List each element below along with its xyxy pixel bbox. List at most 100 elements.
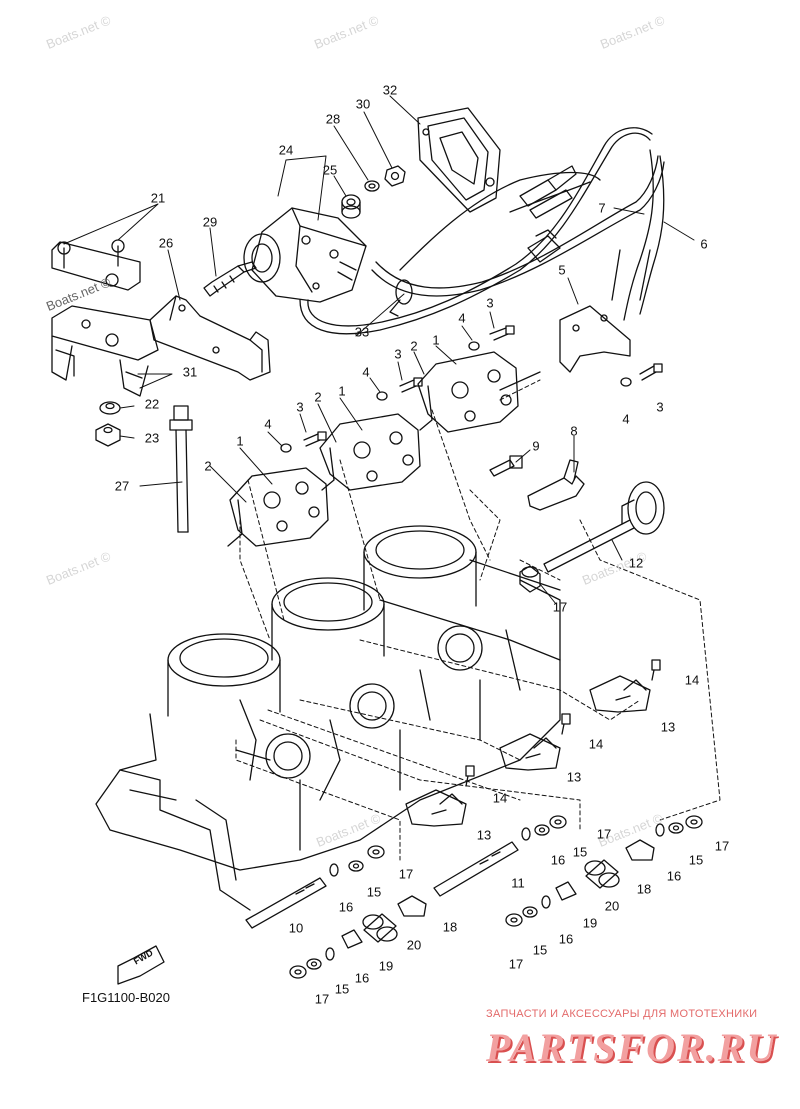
ignition-coil-part-24 (243, 207, 367, 303)
callout-1-c: 1 (236, 433, 244, 449)
callout-2-c: 2 (204, 458, 212, 474)
connector-part-7 (519, 165, 577, 219)
callout-15-c: 15 (366, 884, 382, 900)
mount-bracket (51, 305, 159, 397)
callout-17-b: 17 (596, 826, 612, 842)
clip-part-18-right (625, 839, 655, 861)
callout-26: 26 (158, 235, 174, 251)
callout-10: 10 (288, 920, 304, 936)
callout-leaders (63, 95, 695, 605)
collar-part-20-left (362, 913, 398, 943)
callout-23: 23 (144, 430, 160, 446)
callout-31: 31 (182, 364, 198, 380)
leader-lines (235, 379, 721, 861)
callout-2-a: 2 (410, 338, 418, 354)
callout-15-a: 15 (572, 844, 588, 860)
cable-tie-part-33 (389, 279, 413, 317)
callout-4-d: 4 (264, 416, 272, 432)
valve-shaft-part-12 (543, 481, 665, 573)
callout-30: 30 (355, 96, 371, 112)
callout-19-b: 19 (378, 958, 394, 974)
callout-13-a: 13 (660, 719, 676, 735)
callout-1-b: 1 (338, 383, 346, 399)
exhaust-flange-cyl3 (417, 351, 519, 433)
clip-part-19-left (341, 929, 363, 949)
brand-tagline: ЗАПЧАСТИ И АКСЕССУАРЫ ДЛЯ МОТОТЕХНИКИ (486, 1008, 758, 1020)
cylinder-block (95, 525, 561, 911)
callout-20-a: 20 (604, 898, 620, 914)
stay-part-26 (149, 295, 271, 381)
shaft-part-11 (433, 841, 519, 897)
figure-code: F1G1100-B020 (82, 990, 170, 1005)
callout-19-a: 19 (582, 915, 598, 931)
bracket-part-5 (499, 305, 631, 391)
callout-4-b: 4 (362, 364, 370, 380)
clip-part-18-left (397, 895, 427, 917)
callout-22: 22 (144, 396, 160, 412)
bolts-and-washers (280, 325, 663, 453)
washer-part-22 (99, 401, 121, 415)
fwd-arrow-icon (117, 945, 165, 985)
callout-3-c: 3 (656, 399, 664, 415)
callout-16-e: 16 (354, 970, 370, 986)
callout-3-d: 3 (296, 399, 304, 415)
bolt-part-9 (489, 455, 523, 477)
shaft-part-10 (245, 877, 327, 929)
callout-16-d: 16 (558, 931, 574, 947)
callout-18-a: 18 (636, 881, 652, 897)
link-assembly-middle (499, 713, 571, 771)
callout-3-b: 3 (394, 346, 402, 362)
grommet-part-25 (341, 194, 361, 219)
callout-1-a: 1 (432, 332, 440, 348)
callout-15-b: 15 (688, 852, 704, 868)
callout-2-b: 2 (314, 389, 322, 405)
callout-4-c: 4 (622, 411, 630, 427)
washer-part-28 (364, 180, 380, 192)
callout-15-d: 15 (532, 942, 548, 958)
nut-part-23 (95, 423, 121, 447)
wire-harness (299, 127, 665, 335)
bushing-part-17-upper (519, 565, 541, 593)
callout-16-b: 16 (666, 868, 682, 884)
callout-14-c: 14 (492, 790, 508, 806)
callout-17-a: 17 (552, 599, 568, 615)
engine-hanger-part-21 (51, 239, 141, 291)
callout-18-b: 18 (442, 919, 458, 935)
callout-28: 28 (325, 111, 341, 127)
small-washers (289, 815, 703, 979)
callout-13-c: 13 (476, 827, 492, 843)
callout-21: 21 (150, 190, 166, 206)
clip-part-19-right (555, 881, 577, 901)
callout-16-a: 16 (550, 852, 566, 868)
callout-17-d: 17 (398, 866, 414, 882)
callout-9: 9 (532, 438, 540, 454)
brand-logo[interactable]: PARTSFOR.RU (486, 1025, 778, 1070)
collar-part-20-right (584, 859, 620, 889)
stud-bolt-part-27 (169, 405, 193, 533)
callout-14-a: 14 (684, 672, 700, 688)
callout-32: 32 (382, 82, 398, 98)
callout-13-b: 13 (566, 769, 582, 785)
callout-17-f: 17 (314, 991, 330, 1007)
callout-15-e: 15 (334, 981, 350, 997)
exhaust-flange-cyl1 (227, 467, 329, 547)
callout-7: 7 (598, 200, 606, 216)
callout-4-a: 4 (458, 310, 466, 326)
spark-plug-cap-part-29 (203, 261, 257, 297)
callout-12: 12 (628, 555, 644, 571)
callout-3-a: 3 (486, 295, 494, 311)
plug-connector (527, 229, 561, 263)
link-assembly-lower (405, 765, 475, 827)
callout-11: 11 (511, 875, 525, 891)
nut-part-30 (384, 165, 406, 187)
callout-29: 29 (202, 214, 218, 230)
callout-6: 6 (700, 236, 708, 252)
callout-27: 27 (114, 478, 130, 494)
sensor-part-8 (527, 459, 585, 511)
callout-16-c: 16 (338, 899, 354, 915)
callout-20-b: 20 (406, 937, 422, 953)
callout-33: 33 (354, 324, 370, 340)
callout-25: 25 (322, 162, 338, 178)
